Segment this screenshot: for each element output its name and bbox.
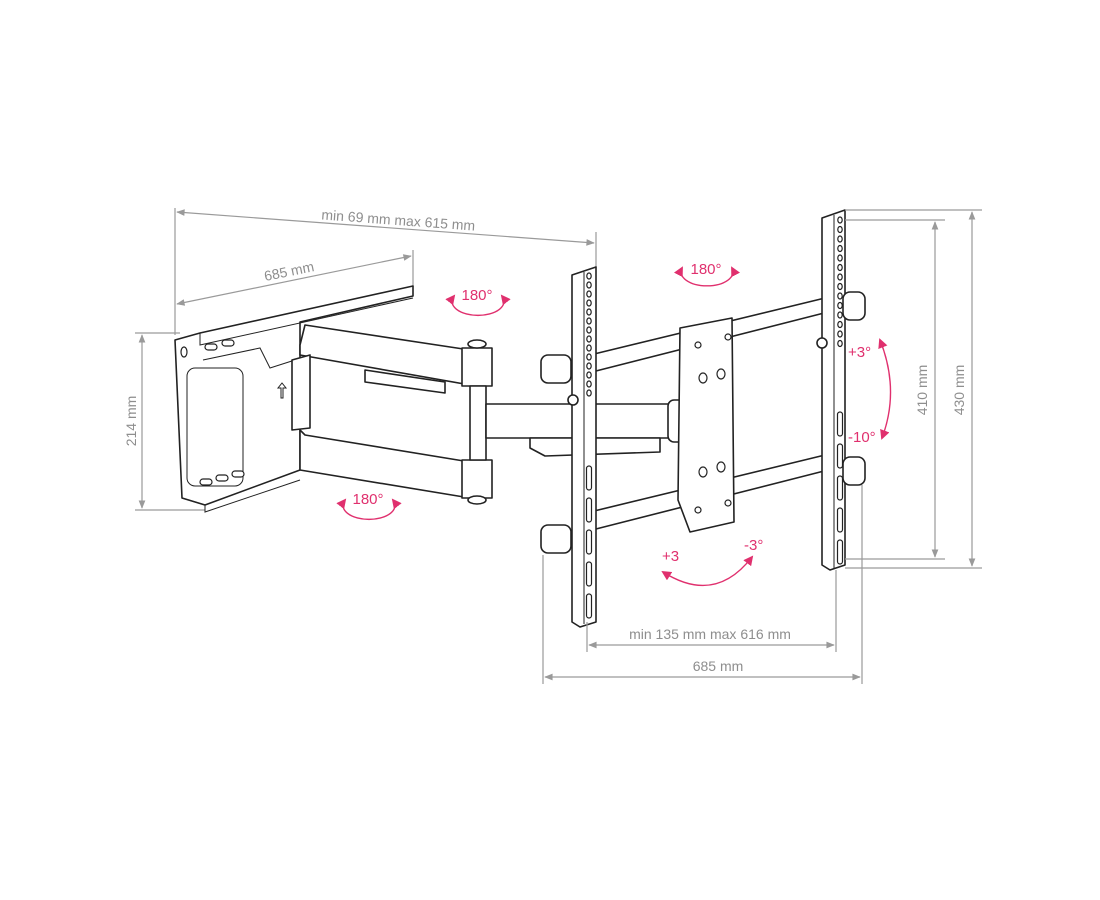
wall-plate-height-label: 214 mm xyxy=(123,396,139,447)
rail-hole xyxy=(586,326,592,334)
rail-spacing-label: min 135 mm max 616 mm xyxy=(629,626,791,642)
tilt-up-label: +3° xyxy=(848,344,871,361)
level-minus-label: -3° xyxy=(744,537,763,554)
left-rail xyxy=(540,266,597,628)
rail-hole xyxy=(586,353,592,361)
rail-hole xyxy=(837,301,843,310)
level-plus-label: +3 xyxy=(662,548,679,565)
rail-height-label: 430 mm xyxy=(951,365,967,416)
rail-hole xyxy=(837,311,843,319)
bracket-width-label: 685 mm xyxy=(693,658,744,674)
rotation-tilt: +3° -10° xyxy=(848,338,892,446)
rail-hole xyxy=(586,335,592,343)
dimension-rail-spacing: min 135 mm max 616 mm xyxy=(586,570,837,652)
rail-hole xyxy=(837,263,843,272)
rail-hole xyxy=(837,282,843,291)
left-rail-bottom-knob xyxy=(540,524,572,554)
right-rail-top-knob xyxy=(842,291,866,321)
rail-hole xyxy=(837,235,843,243)
center-plate xyxy=(677,317,735,533)
swivel-bottom-arm-label: 180° xyxy=(352,491,383,508)
dimension-bracket-width: 685 mm xyxy=(542,485,863,684)
rail-hole xyxy=(586,380,592,388)
dimension-wall-plate-height: 214 mm xyxy=(123,332,205,511)
dimension-rail-height: 430 mm xyxy=(845,209,982,569)
rail-hole xyxy=(586,308,592,316)
rail-slot xyxy=(836,539,844,565)
right-rail-bottom-knob xyxy=(842,456,866,486)
rail-slot xyxy=(585,497,593,523)
rail-slot xyxy=(836,443,844,469)
rail-hole xyxy=(586,362,592,370)
swivel-head-label: 180° xyxy=(690,261,721,278)
dimension-arm-extension: min 69 mm max 615 mm xyxy=(174,206,597,335)
rail-hole xyxy=(837,216,843,224)
rail-hole xyxy=(586,281,592,289)
left-rail-top-knob xyxy=(540,354,572,384)
arm-extension-label: min 69 mm max 615 mm xyxy=(321,206,476,233)
rail-hole xyxy=(586,290,592,298)
rail-slot xyxy=(585,529,593,555)
rail-hole xyxy=(837,273,843,281)
rail-slot xyxy=(585,465,593,491)
rail-hole xyxy=(586,371,592,379)
up-arrow-icon xyxy=(276,382,288,399)
tilt-down-label: -10° xyxy=(848,429,876,446)
rail-slot xyxy=(585,561,593,587)
rail-hole xyxy=(586,299,592,307)
swivel-top-arm-label: 180° xyxy=(461,287,492,304)
rail-slot xyxy=(585,593,593,619)
swing-arm xyxy=(291,324,689,505)
rail-hole xyxy=(837,244,843,253)
rail-hole xyxy=(837,225,843,234)
rail-slot xyxy=(836,411,844,437)
rail-hole xyxy=(586,272,592,280)
right-rail xyxy=(816,209,866,571)
rotation-swivel-bottom-arm: 180° xyxy=(336,491,402,521)
rail-hole xyxy=(837,320,843,329)
rail-slot xyxy=(836,507,844,533)
vesa-height-label: 410 mm xyxy=(914,365,930,416)
rotation-swivel-top-arm: 180° xyxy=(445,287,511,317)
rail-hole xyxy=(837,330,843,338)
rail-hole xyxy=(586,317,592,325)
dimension-vesa-height: 410 mm xyxy=(845,219,945,560)
rail-hole xyxy=(837,254,843,262)
rotation-level: +3 -3° xyxy=(661,537,763,586)
rail-hole xyxy=(837,339,843,348)
rail-hole xyxy=(586,389,592,397)
rail-slot xyxy=(836,475,844,501)
rotation-swivel-head: 180° xyxy=(674,261,740,287)
wall-plate-width-label: 685 mm xyxy=(263,258,316,284)
rail-hole xyxy=(837,292,843,300)
rail-hole xyxy=(586,344,592,352)
